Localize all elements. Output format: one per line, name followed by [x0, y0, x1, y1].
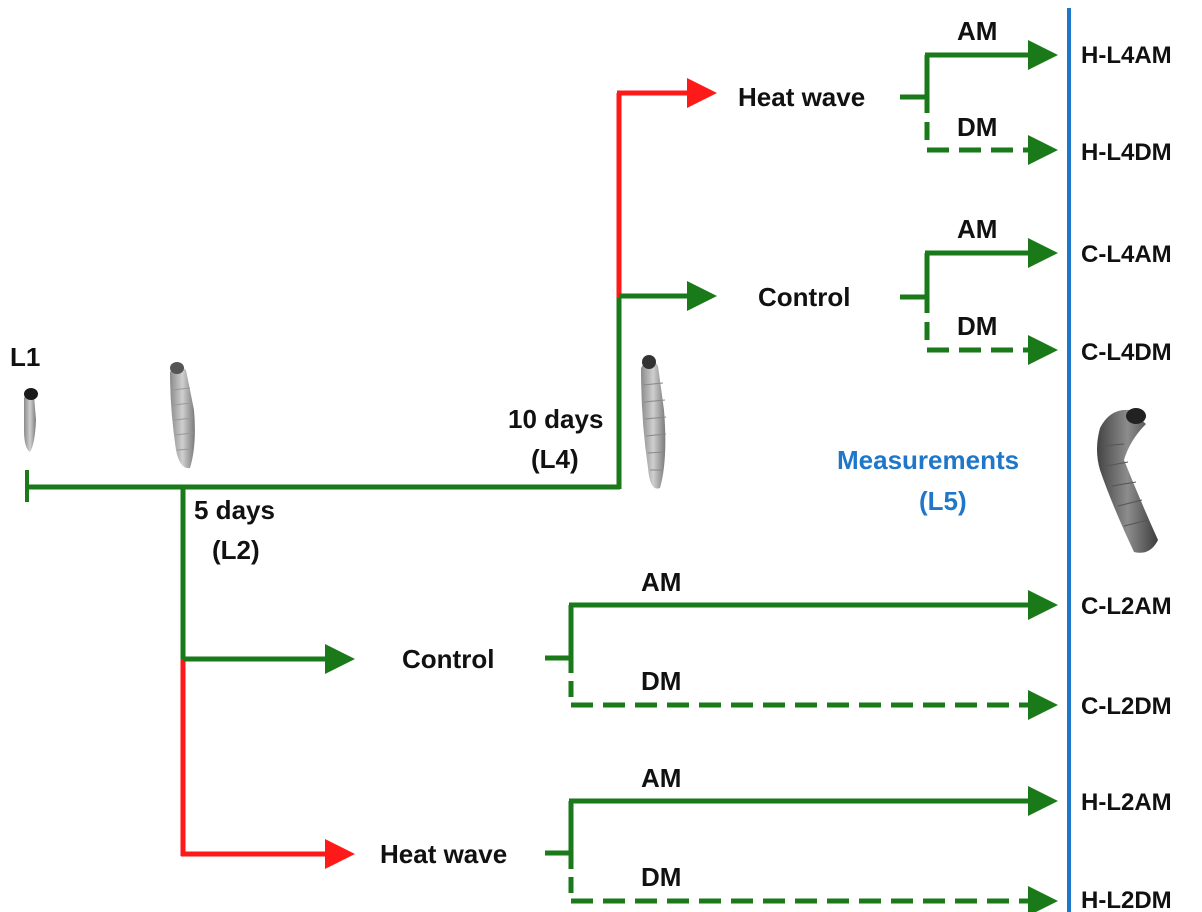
l2-heat-dm-label: DM	[641, 862, 681, 892]
l2-heat-am-label: AM	[641, 763, 681, 793]
l2-heat-am-end: H-L2AM	[1081, 789, 1172, 816]
day5-stage-label: (L2)	[212, 535, 260, 565]
l2-control-am-label: AM	[641, 567, 681, 597]
l4-control-label: Control	[758, 282, 850, 312]
l4-heat-am-end: H-L4AM	[1081, 42, 1172, 69]
l4-heat-am-label: AM	[957, 16, 997, 46]
larva-l1-icon	[24, 388, 38, 452]
l4-heat-dm-end: H-L4DM	[1081, 139, 1172, 166]
l4-control-dm-label: DM	[957, 311, 997, 341]
l4-control-am-end: C-L4AM	[1081, 241, 1172, 268]
start-label: L1	[10, 342, 40, 372]
l2-heat-label: Heat wave	[380, 839, 507, 869]
l2-heat-dm-end: H-L2DM	[1081, 887, 1172, 912]
day10-label: 10 days	[508, 404, 603, 434]
larva-l2-icon	[170, 362, 195, 468]
l4-control-am-label: AM	[957, 214, 997, 244]
day5-label: 5 days	[194, 495, 275, 525]
l2-control-label: Control	[402, 644, 494, 674]
larva-l5-icon	[1097, 408, 1158, 553]
l4-heat-dm-label: DM	[957, 112, 997, 142]
larva-l4-icon	[641, 355, 666, 489]
measurements-stage-label: (L5)	[919, 486, 967, 516]
l2-control-dm-label: DM	[641, 666, 681, 696]
l2-control-am-end: C-L2AM	[1081, 593, 1172, 620]
l4-heat-label: Heat wave	[738, 82, 865, 112]
l4-control-dm-end: C-L4DM	[1081, 339, 1172, 366]
day10-stage-label: (L4)	[531, 444, 579, 474]
measurements-label: Measurements	[837, 445, 1019, 475]
l2-control-dm-end: C-L2DM	[1081, 693, 1172, 720]
